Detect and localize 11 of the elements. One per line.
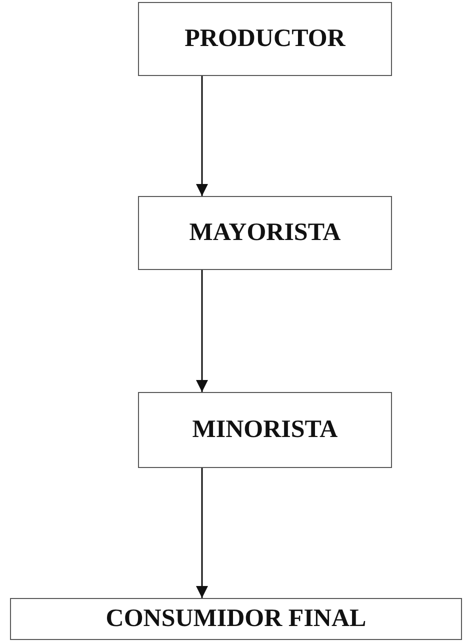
node-label: MAYORISTA bbox=[189, 219, 341, 247]
process-box bbox=[138, 2, 392, 76]
process-box bbox=[138, 196, 392, 270]
node-label: PRODUCTOR bbox=[184, 25, 346, 53]
arrow bbox=[196, 468, 208, 598]
process-box bbox=[138, 392, 392, 468]
node-label: MINORISTA bbox=[192, 416, 338, 444]
arrow bbox=[196, 76, 208, 196]
process-box bbox=[10, 598, 462, 640]
arrow bbox=[196, 270, 208, 392]
node-label: CONSUMIDOR FINAL bbox=[106, 605, 366, 633]
